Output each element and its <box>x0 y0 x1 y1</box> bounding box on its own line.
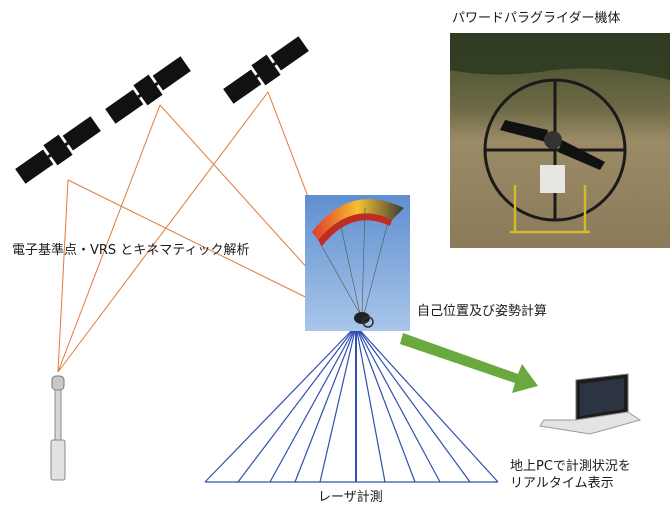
link-sat1-antenna <box>57 179 69 373</box>
gnss-antenna-icon <box>50 375 66 481</box>
self-position-label: 自己位置及び姿勢計算 <box>417 304 548 319</box>
ground-pc-label-line1: 地上PCで計測状況を <box>510 459 631 474</box>
laser-measurement-label: レーザ計測 <box>318 490 383 505</box>
aircraft-photo <box>450 33 670 248</box>
laser-beams <box>204 325 499 483</box>
data-transfer-arrow <box>400 333 538 393</box>
ground-pc-label-line2: リアルタイム表示 <box>510 476 614 491</box>
satellite-icon <box>223 36 309 104</box>
link-sat3-antenna <box>57 91 269 373</box>
link-sat2-antenna <box>57 104 161 373</box>
paraglider-photo <box>305 195 410 331</box>
satellite-icon <box>105 56 191 124</box>
laptop-icon <box>539 373 642 435</box>
gnss-analysis-label: 電子基準点・VRS とキネマティック解析 <box>12 243 250 258</box>
satellite-icon <box>15 116 101 184</box>
aircraft-photo-title: パワードパラグライダー機体 <box>452 11 621 26</box>
